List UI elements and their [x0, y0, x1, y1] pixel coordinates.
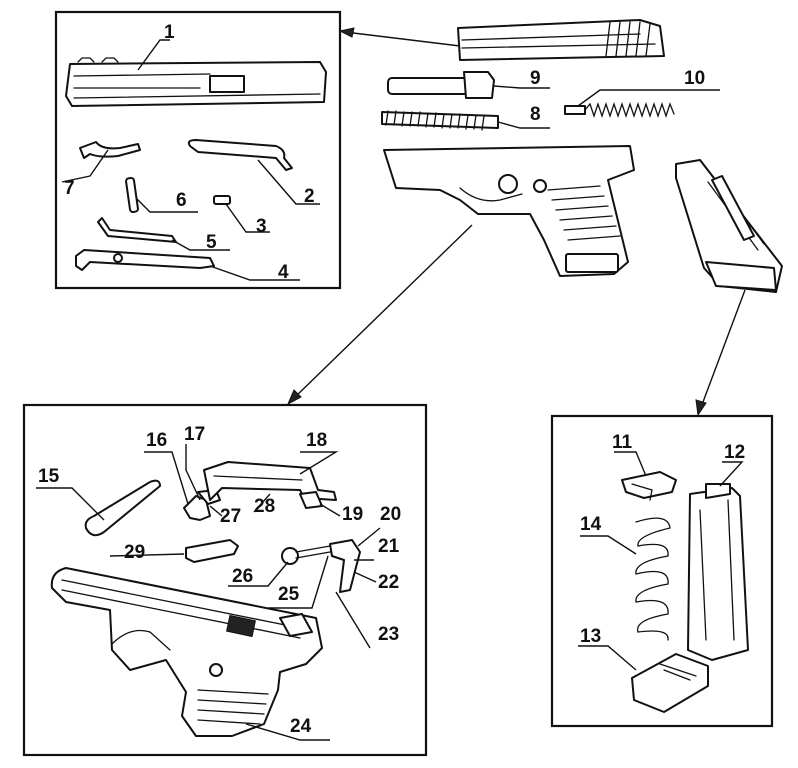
frame-part-29 — [185, 539, 239, 563]
label-19: 19 — [342, 504, 363, 525]
frame-part-15 — [84, 479, 161, 537]
label-22: 22 — [378, 572, 399, 593]
label-20: 20 — [380, 504, 401, 525]
mag-part-13 — [631, 653, 709, 713]
label-8: 8 — [530, 104, 541, 125]
frame-part-26 — [281, 545, 331, 565]
label-2: 2 — [304, 186, 315, 207]
frame-box-leaders — [36, 444, 381, 741]
magazine-parts-box — [550, 414, 774, 728]
label-14: 14 — [580, 514, 602, 535]
label-13: 13 — [580, 626, 601, 647]
label-21: 21 — [378, 536, 400, 557]
label-27: 27 — [220, 506, 241, 527]
part-labels: 1 2 3 4 5 6 7 8 9 10 11 12 13 14 15 16 1… — [38, 22, 745, 737]
label-18: 18 — [306, 430, 327, 451]
mag-part-12 — [687, 483, 749, 661]
label-29: 29 — [124, 542, 145, 563]
label-24: 24 — [290, 716, 312, 737]
slide-part-3 — [213, 195, 231, 205]
label-3: 3 — [256, 216, 267, 237]
label-10: 10 — [684, 68, 705, 89]
mag-part-11 — [621, 471, 677, 501]
label-26: 26 — [232, 566, 253, 587]
top-leaders — [493, 85, 720, 129]
label-28: 28 — [254, 496, 275, 517]
label-16: 16 — [146, 430, 167, 451]
arrow-magazine-to-box — [695, 289, 746, 417]
label-25: 25 — [278, 584, 300, 605]
label-23: 23 — [378, 624, 399, 645]
frame-assembly — [383, 145, 635, 277]
slide-assembly — [457, 19, 665, 61]
frame-parts-box — [22, 403, 428, 757]
slide-part-2 — [187, 139, 293, 171]
label-12: 12 — [724, 442, 745, 463]
slide-part-7 — [79, 141, 141, 159]
barrel-part — [387, 71, 495, 99]
mag-part-14 — [635, 517, 671, 641]
label-7: 7 — [64, 178, 75, 199]
magazine-assembly — [675, 159, 783, 293]
slide-parts-box — [54, 10, 342, 290]
label-6: 6 — [176, 190, 187, 211]
label-4: 4 — [278, 262, 289, 283]
label-1: 1 — [164, 22, 175, 43]
slide-part-1 — [65, 57, 327, 107]
mag-box-leaders — [578, 451, 744, 671]
frame-part-24 — [50, 567, 323, 737]
slide-part-6 — [125, 176, 139, 214]
label-15: 15 — [38, 466, 60, 487]
slide-box-leaders — [61, 39, 320, 281]
recoil-spring-part — [381, 110, 499, 131]
frame-part-20-21-22 — [329, 539, 361, 593]
arrow-slide-to-box — [338, 27, 461, 47]
firing-pin-spring-part — [564, 101, 675, 119]
slide-part-5 — [97, 217, 177, 243]
arrow-frame-to-box — [286, 224, 473, 406]
label-11: 11 — [612, 432, 633, 453]
label-17: 17 — [184, 424, 205, 445]
label-9: 9 — [530, 68, 541, 89]
label-5: 5 — [206, 232, 217, 253]
slide-part-4 — [75, 249, 215, 271]
